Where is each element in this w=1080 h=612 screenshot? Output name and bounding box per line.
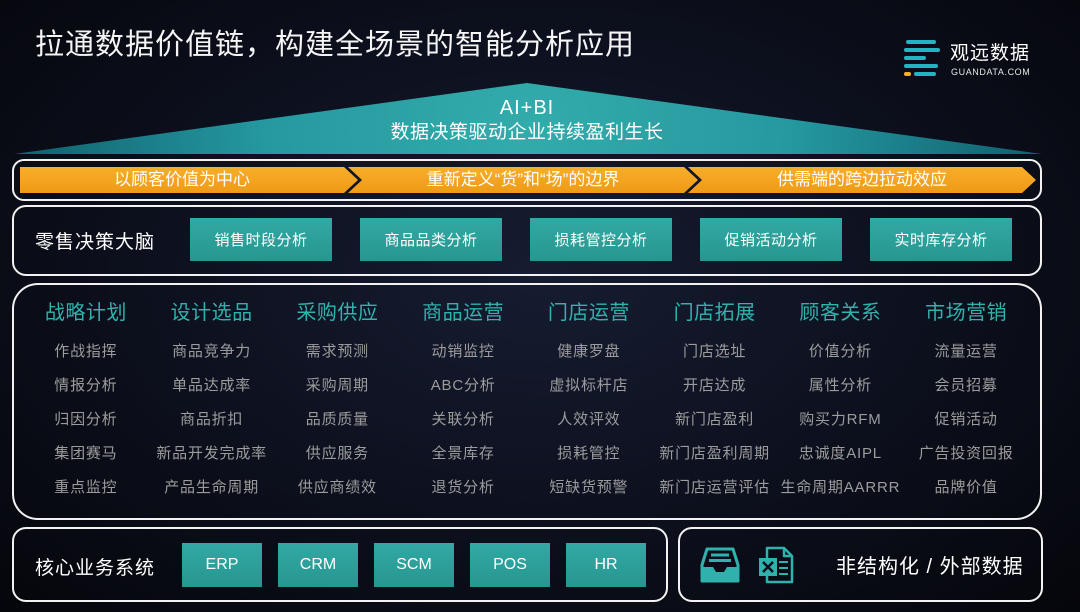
domain-item: 品质质量 <box>305 411 369 428</box>
domain-item: 购买力RFM <box>799 411 882 428</box>
domain-item: 归因分析 <box>54 411 118 428</box>
logo-name: 观远数据 <box>950 43 1031 64</box>
principle-arrow-goods-and-venue: 重新定义“货”和“场”的边界 <box>348 167 698 193</box>
domain-item: 生命周期AARRR <box>780 479 901 496</box>
system-crm: CRM <box>278 543 358 587</box>
domain-item: 门店选址 <box>683 343 747 360</box>
domain-item: 情报分析 <box>54 377 118 394</box>
domain-column-store-operations: 门店运营 健康罗盘 虚拟标杆店 人效评效 损耗管控 短缺货预警 <box>526 301 652 505</box>
domain-header: 设计选品 <box>170 302 253 324</box>
principles-band: 以顾客价值为中心 重新定义“货”和“场”的边界 供需端的跨边拉动效应 <box>12 159 1042 201</box>
core-systems-list: ERP CRM SCM POS HR <box>182 543 646 587</box>
guandata-logo-icon <box>904 40 940 76</box>
module-loss-control-analysis: 损耗管控分析 <box>530 218 672 261</box>
domain-item: 新品开发完成率 <box>156 445 267 462</box>
external-data: 非结构化 / 外部数据 <box>678 527 1043 602</box>
domain-header: 门店拓展 <box>673 302 756 324</box>
domain-item: 流量运营 <box>934 343 998 360</box>
roof-triangle-shape <box>14 83 1042 154</box>
domain-item: 商品竞争力 <box>172 343 252 360</box>
domain-item: 关联分析 <box>431 411 495 428</box>
domain-item: 重点监控 <box>54 479 118 496</box>
domain-item: 健康罗盘 <box>557 343 621 360</box>
domain-item: 虚拟标杆店 <box>549 377 629 394</box>
domain-item: 供应服务 <box>305 445 369 462</box>
domain-item: 广告投资回报 <box>918 445 1014 462</box>
domain-item: 需求预测 <box>305 343 369 360</box>
module-sales-period-analysis: 销售时段分析 <box>190 218 332 261</box>
brain-label: 零售决策大脑 <box>35 232 156 253</box>
domain-header: 门店运营 <box>547 302 630 324</box>
domain-column-design-selection: 设计选品 商品竞争力 单品达成率 商品折扣 新品开发完成率 产品生命周期 <box>149 301 275 505</box>
module-promotion-analysis: 促销活动分析 <box>700 218 842 261</box>
domain-header: 顾客关系 <box>799 302 882 324</box>
excel-file-icon <box>759 546 794 584</box>
system-pos: POS <box>470 543 550 587</box>
principle-arrow-supply-demand: 供需端的跨边拉动效应 <box>688 167 1036 193</box>
domain-item: 价值分析 <box>808 343 872 360</box>
principle-label: 重新定义“货”和“场”的边界 <box>426 170 620 189</box>
domain-column-strategy-planning: 战略计划 作战指挥 情报分析 归因分析 集团赛马 重点监控 <box>23 301 149 505</box>
brain-modules: 销售时段分析 商品品类分析 损耗管控分析 促销活动分析 实时库存分析 <box>190 218 1012 261</box>
logo-domain: GUANDATA.COM <box>951 67 1031 77</box>
core-business-systems: 核心业务系统 ERP CRM SCM POS HR <box>12 527 668 602</box>
domain-item: 作战指挥 <box>54 343 118 360</box>
principle-label: 供需端的跨边拉动效应 <box>777 170 947 189</box>
brand-logo: 观远数据 GUANDATA.COM <box>900 38 1040 80</box>
domain-header: 商品运营 <box>422 302 505 324</box>
domain-item: 属性分析 <box>808 377 872 394</box>
domain-item: 促销活动 <box>934 411 998 428</box>
domain-item: 集团赛马 <box>54 445 118 462</box>
domain-item: 新门店盈利 <box>675 411 755 428</box>
page-title: 拉通数据价值链，构建全场景的智能分析应用 <box>35 29 636 61</box>
business-domains: 战略计划 作战指挥 情报分析 归因分析 集团赛马 重点监控 设计选品 商品竞争力… <box>12 283 1042 520</box>
domain-column-procurement-supply: 采购供应 需求预测 采购周期 品质质量 供应服务 供应商绩效 <box>275 301 401 505</box>
domain-item: 忠诚度AIPL <box>798 445 882 462</box>
domain-item: 新门店盈利周期 <box>659 445 770 462</box>
domain-item: 开店达成 <box>683 377 747 394</box>
module-realtime-inventory-analysis: 实时库存分析 <box>870 218 1012 261</box>
domain-column-marketing: 市场营销 流量运营 会员招募 促销活动 广告投资回报 品牌价值 <box>903 301 1029 505</box>
core-systems-label: 核心业务系统 <box>35 558 156 579</box>
domain-header: 市场营销 <box>925 302 1008 324</box>
external-data-label: 非结构化 / 外部数据 <box>836 556 1024 578</box>
domain-column-customer-relations: 顾客关系 价值分析 属性分析 购买力RFM 忠诚度AIPL 生命周期AARRR <box>778 301 904 505</box>
domain-item: 采购周期 <box>305 377 369 394</box>
domain-item: 人效评效 <box>557 411 621 428</box>
roof-headline: AI+BI <box>499 97 555 119</box>
domain-item: 产品生命周期 <box>164 479 260 496</box>
retail-decision-brain: 零售决策大脑 销售时段分析 商品品类分析 损耗管控分析 促销活动分析 实时库存分… <box>12 205 1042 276</box>
domain-item: 全景库存 <box>431 445 495 462</box>
domain-item: 供应商绩效 <box>297 479 377 496</box>
domain-header: 战略计划 <box>44 302 127 324</box>
domain-item: 动销监控 <box>431 343 495 360</box>
domain-item: 退货分析 <box>431 479 495 496</box>
system-scm: SCM <box>374 543 454 587</box>
domain-item: 品牌价值 <box>934 479 998 496</box>
roof-triangle <box>14 83 1042 154</box>
module-category-analysis: 商品品类分析 <box>360 218 502 261</box>
domain-item: ABC分析 <box>430 377 496 394</box>
domain-grid: 战略计划 作战指挥 情报分析 归因分析 集团赛马 重点监控 设计选品 商品竞争力… <box>23 301 1029 505</box>
principle-arrow-customer-value: 以顾客价值为中心 <box>20 167 358 193</box>
domain-item: 短缺货预警 <box>549 479 629 496</box>
domain-column-merchandise-operations: 商品运营 动销监控 ABC分析 关联分析 全景库存 退货分析 <box>400 301 526 505</box>
principle-label: 以顾客价值为中心 <box>114 170 250 189</box>
system-hr: HR <box>566 543 646 587</box>
domain-item: 会员招募 <box>934 377 998 394</box>
system-erp: ERP <box>182 543 262 587</box>
roof-subheadline: 数据决策驱动企业持续盈利生长 <box>390 122 664 143</box>
domain-item: 单品达成率 <box>172 377 252 394</box>
domain-item: 损耗管控 <box>557 445 621 462</box>
domain-column-store-expansion: 门店拓展 门店选址 开店达成 新门店盈利 新门店盈利周期 新门店运营评估 <box>652 301 778 505</box>
inbox-tray-icon <box>700 547 740 583</box>
roof-banner: AI+BI 数据决策驱动企业持续盈利生长 <box>0 80 1080 156</box>
domain-item: 商品折扣 <box>180 411 244 428</box>
domain-header: 采购供应 <box>296 302 379 324</box>
domain-item: 新门店运营评估 <box>659 479 770 496</box>
